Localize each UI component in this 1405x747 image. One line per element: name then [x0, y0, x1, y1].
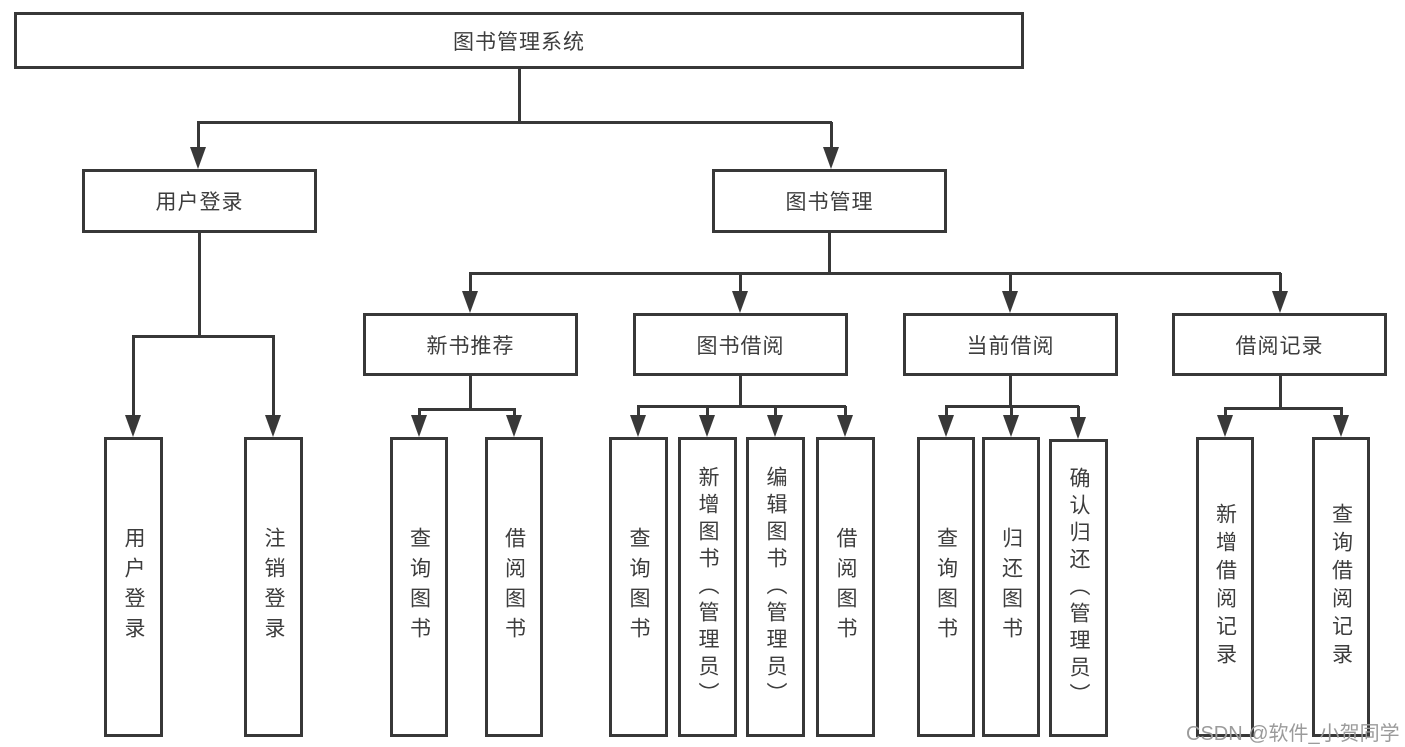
arrowhead-icon: [630, 415, 646, 437]
arrowhead-icon: [1070, 417, 1086, 439]
node-add-books-admin: 新增图书（管理员）: [678, 437, 737, 737]
node-label: 用户登录: [155, 191, 244, 214]
arrowhead-icon: [699, 415, 715, 437]
arrowhead-icon: [938, 415, 954, 437]
connector-drop: [1009, 273, 1012, 303]
connector-rail: [469, 272, 1281, 275]
connector-drop: [469, 273, 472, 303]
node-label: 借阅图书: [834, 527, 857, 647]
connector-drop: [132, 336, 135, 427]
connector-stem: [198, 233, 201, 338]
node-edit-books-admin: 编辑图书（管理员）: [746, 437, 805, 737]
node-label: 新增图书（管理员）: [696, 465, 719, 709]
node-label: 图书管理系统: [453, 30, 585, 54]
node-label: 编辑图书（管理员）: [764, 465, 787, 709]
node-label: 图书管理: [785, 191, 874, 214]
watermark-text: CSDN @软件_小贺同学: [1186, 723, 1400, 745]
connector-drop: [197, 122, 200, 159]
node-borrow-books-2: 借阅图书: [816, 437, 875, 737]
node-add-borrow-record: 新增借阅记录: [1196, 437, 1254, 737]
connector-stem: [739, 376, 742, 408]
connector-stem: [518, 69, 521, 124]
arrowhead-icon: [837, 415, 853, 437]
arrowhead-icon: [1272, 291, 1288, 313]
node-label: 归还图书: [999, 527, 1023, 647]
connector-rail: [1224, 407, 1343, 410]
connector-rail: [132, 335, 275, 338]
node-book-borrow: 图书借阅: [633, 313, 848, 376]
connector-stem: [1009, 376, 1012, 408]
node-borrow-records: 借阅记录: [1172, 313, 1387, 376]
node-logout: 注销登录: [244, 437, 303, 737]
connector-stem: [469, 376, 472, 411]
connector-rail: [637, 405, 846, 408]
node-confirm-return-admin: 确认归还（管理员）: [1049, 439, 1108, 737]
node-query-borrow-record: 查询借阅记录: [1312, 437, 1370, 737]
arrowhead-icon: [125, 415, 141, 437]
arrowhead-icon: [411, 415, 427, 437]
node-label: 借阅图书: [502, 527, 526, 647]
arrowhead-icon: [1002, 291, 1018, 313]
node-new-book-recommend: 新书推荐: [363, 313, 578, 376]
node-label: 查询借阅记录: [1329, 503, 1353, 671]
arrowhead-icon: [1217, 415, 1233, 437]
node-label: 当前借阅: [966, 334, 1055, 358]
connector-drop: [830, 122, 833, 159]
node-return-books: 归还图书: [982, 437, 1040, 737]
connector-rail: [197, 121, 832, 124]
node-label: 新增借阅记录: [1213, 503, 1237, 671]
connector-drop: [272, 336, 275, 427]
node-borrow-books-1: 借阅图书: [485, 437, 543, 737]
connector-stem: [1279, 376, 1282, 410]
node-user-login-group: 用户登录: [82, 169, 317, 233]
arrowhead-icon: [823, 147, 839, 169]
node-user-login: 用户登录: [104, 437, 163, 737]
arrowhead-icon: [506, 415, 522, 437]
node-label: 查询图书: [627, 527, 650, 647]
node-label: 确认归还（管理员）: [1067, 466, 1090, 710]
arrowhead-icon: [1333, 415, 1349, 437]
node-label: 图书借阅: [696, 334, 785, 358]
arrowhead-icon: [732, 291, 748, 313]
node-label: 注销登录: [262, 527, 285, 647]
arrowhead-icon: [1003, 415, 1019, 437]
arrowhead-icon: [190, 147, 206, 169]
node-label: 查询图书: [407, 527, 431, 647]
node-label: 借阅记录: [1235, 334, 1324, 358]
node-current-borrow: 当前借阅: [903, 313, 1118, 376]
connector-rail: [418, 408, 516, 411]
node-library-system: 图书管理系统: [14, 12, 1024, 69]
connector-stem: [828, 233, 831, 275]
connector-drop: [739, 273, 742, 303]
arrowhead-icon: [462, 291, 478, 313]
node-book-management: 图书管理: [712, 169, 947, 233]
node-query-books-2: 查询图书: [609, 437, 668, 737]
node-query-books-1: 查询图书: [390, 437, 448, 737]
arrowhead-icon: [265, 415, 281, 437]
connector-drop: [1279, 273, 1282, 303]
node-label: 新书推荐: [426, 334, 515, 358]
node-label: 用户登录: [122, 527, 145, 647]
node-query-books-3: 查询图书: [917, 437, 975, 737]
node-label: 查询图书: [934, 527, 958, 647]
arrowhead-icon: [767, 415, 783, 437]
